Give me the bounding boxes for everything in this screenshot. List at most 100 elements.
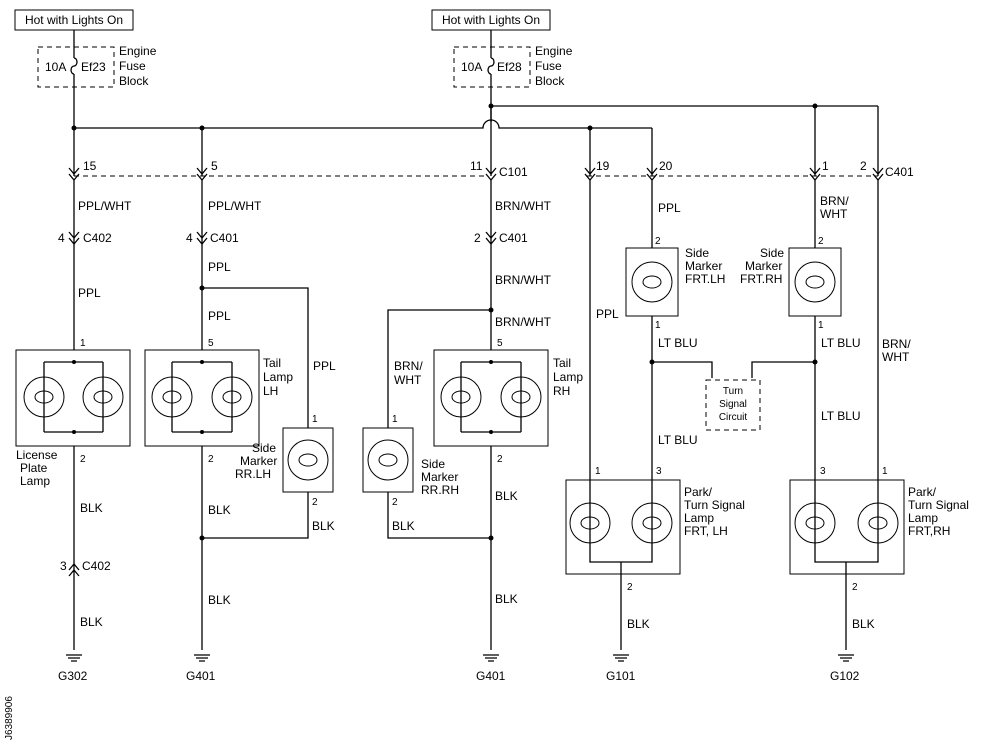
pin-2-sm-frtlh: 2 xyxy=(655,236,661,247)
connector-c401-top: C401 xyxy=(885,165,914,179)
side-marker-frt-rh xyxy=(788,236,842,480)
pin-2-pt-rh: 2 xyxy=(852,582,858,593)
fuse-rating-right: 10A xyxy=(461,60,482,74)
turn-signal-circuit: Turn Signal Circuit xyxy=(705,379,761,431)
park-turn-frt-rh-label-4: FRT,RH xyxy=(908,524,950,538)
license-plate-lamp xyxy=(15,349,131,447)
pin-15: 15 xyxy=(83,159,97,173)
pin-1-sm-frtrh: 1 xyxy=(818,320,824,331)
pin-5-tail-rh: 5 xyxy=(497,338,503,349)
side-marker-frt-rh-label-3: FRT.RH xyxy=(740,272,782,286)
pin-1-pt-lh: 1 xyxy=(595,466,601,477)
pin-2-license: 2 xyxy=(80,454,86,465)
pin-2-c401-mid: 2 xyxy=(474,231,481,245)
wire-blk-srrlh: BLK xyxy=(312,519,335,533)
wire-blk-3: BLK xyxy=(495,489,518,503)
tail-lamp-lh xyxy=(144,349,260,447)
fuse-block-label-left-3: Block xyxy=(119,74,149,88)
fuse-block-label-left-2: Fuse xyxy=(119,59,146,73)
side-marker-rr-lh xyxy=(282,427,334,493)
fuse-id-left: Ef23 xyxy=(81,60,106,74)
park-turn-frt-lh-label: Park/ xyxy=(684,485,713,499)
pin-1-srrrh: 1 xyxy=(392,414,398,425)
side-marker-rr-lh-label-3: RR.LH xyxy=(235,467,271,481)
wire-ppl-4: PPL xyxy=(313,359,336,373)
power-source-right: Hot with Lights On xyxy=(431,9,551,31)
wire-ltblu-3: LT BLU xyxy=(821,336,861,350)
park-turn-lamp-frt-rh xyxy=(789,479,905,575)
fuse-id-right: Ef28 xyxy=(497,60,522,74)
side-marker-rr-rh xyxy=(362,427,414,493)
fuse-ef23: 10A Ef23 Engine Fuse Block xyxy=(37,30,157,128)
power-label-right: Hot with Lights On xyxy=(442,13,540,27)
pin-2-pt-lh: 2 xyxy=(627,582,633,593)
park-turn-frt-lh-label-4: FRT, LH xyxy=(684,524,728,538)
pin-3-pt-lh: 3 xyxy=(656,466,662,477)
park-turn-frt-rh-label-3: Lamp xyxy=(908,511,938,525)
tail-lamp-rh-label-3: RH xyxy=(553,384,570,398)
park-turn-frt-lh-label-3: Lamp xyxy=(684,511,714,525)
connector-c402-top: C402 xyxy=(83,231,112,245)
side-marker-frt-rh-label-2: Marker xyxy=(745,259,782,273)
turn-signal-circuit-label-2: Signal xyxy=(719,399,747,410)
pin-19: 19 xyxy=(596,159,610,173)
pin-1-license: 1 xyxy=(80,338,86,349)
wire-blk-2b: BLK xyxy=(208,593,231,607)
ground-g302: G302 xyxy=(58,669,88,683)
wire-ppl-wht-1: PPL/WHT xyxy=(78,199,132,213)
wire-ppl-frt-sm: PPL xyxy=(658,201,681,215)
side-marker-frt-lh-label: Side xyxy=(685,246,709,260)
pin-2-srrlh: 2 xyxy=(312,497,318,508)
wire-ltblu-1: LT BLU xyxy=(658,336,698,350)
wire-blk-1b: BLK xyxy=(80,615,103,629)
license-plate-label-3: Lamp xyxy=(20,474,50,488)
side-marker-rr-rh-label-2: Marker xyxy=(421,470,458,484)
wire-ppl-3: PPL xyxy=(208,309,231,323)
wire-ppl-wht-2: PPL/WHT xyxy=(208,199,262,213)
pin-5: 5 xyxy=(211,159,218,173)
wire-blk-2: BLK xyxy=(208,503,231,517)
tail-lamp-rh-label: Tail xyxy=(553,356,571,370)
pin-1-pt-rh: 1 xyxy=(882,466,888,477)
wire-brn-wht-1: BRN/WHT xyxy=(495,199,552,213)
ground-g102: G102 xyxy=(830,669,860,683)
ground-g401-right: G401 xyxy=(476,669,506,683)
tail-lamp-lh-label-2: Lamp xyxy=(263,370,293,384)
connector-c401-mid-left: C401 xyxy=(210,231,239,245)
pin-2-srrrh: 2 xyxy=(392,497,398,508)
turn-signal-circuit-label: Turn xyxy=(723,386,743,397)
pin-4-c402: 4 xyxy=(58,231,65,245)
license-plate-label-2: Plate xyxy=(20,461,48,475)
park-turn-lamp-frt-lh xyxy=(565,479,681,575)
wire-brn-wht-3: BRN/WHT xyxy=(495,315,552,329)
wire-wht-far: WHT xyxy=(882,350,910,364)
wire-blk-srrrh: BLK xyxy=(392,519,415,533)
pin-2-tail-lh: 2 xyxy=(208,454,214,465)
fuse-block-label-right: Engine xyxy=(535,44,573,58)
wire-brn-wht-2: BRN/WHT xyxy=(495,273,552,287)
pin-3-c402: 3 xyxy=(60,559,67,573)
pin-2-tail-rh: 2 xyxy=(497,454,503,465)
wire-brn-far: BRN/ xyxy=(882,337,911,351)
ground-g101: G101 xyxy=(606,669,636,683)
wire-ppl-2: PPL xyxy=(208,260,231,274)
pin-1-c401: 1 xyxy=(822,159,829,173)
wire-ppl-frt: PPL xyxy=(596,307,619,321)
power-label-left: Hot with Lights On xyxy=(25,13,123,27)
license-plate-label: License xyxy=(16,448,58,462)
tail-lamp-rh xyxy=(433,349,549,447)
fuse-rating-left: 10A xyxy=(45,60,66,74)
wire-blk-5: BLK xyxy=(852,617,875,631)
wire-wht-frt-rh: WHT xyxy=(820,207,848,221)
wire-brn-label: BRN/ xyxy=(394,359,423,373)
pin-20: 20 xyxy=(659,159,673,173)
pin-1-srrlh: 1 xyxy=(312,414,318,425)
fuse-block-label-left: Engine xyxy=(119,44,157,58)
wire-ppl-1: PPL xyxy=(78,286,101,300)
side-marker-frt-rh-label: Side xyxy=(760,246,784,260)
side-marker-rr-lh-label: Side xyxy=(252,441,276,455)
side-marker-frt-lh-label-2: Marker xyxy=(685,259,722,273)
pin-1-sm-frtlh: 1 xyxy=(655,320,661,331)
pin-2-sm-frtrh: 2 xyxy=(818,236,824,247)
